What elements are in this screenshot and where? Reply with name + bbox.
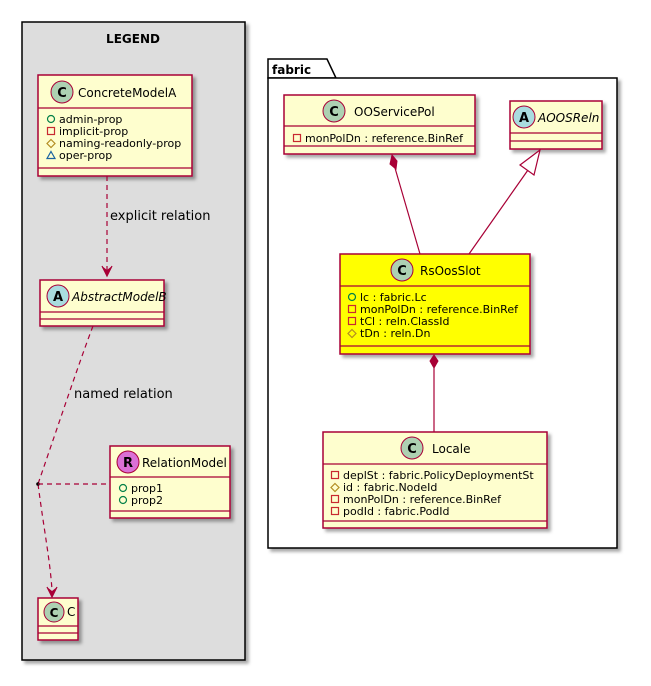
svg-text:C: C xyxy=(407,442,417,457)
visibility-private-icon xyxy=(330,470,340,480)
class-name: ConcreteModelA xyxy=(78,86,177,100)
visibility-private-icon xyxy=(347,304,357,314)
attribute-monpoldn: monPolDn : reference.BinRef xyxy=(305,132,464,145)
class-stereotype-r-icon: R xyxy=(116,450,140,474)
visibility-protected-icon xyxy=(46,138,56,149)
attribute-prop1: prop1 xyxy=(131,482,163,495)
attribute-podid: podId : fabric.PodId xyxy=(343,505,450,518)
class-stereotype-c-icon: C xyxy=(43,601,65,623)
svg-text:R: R xyxy=(123,456,133,471)
attribute-admin-prop: admin-prop xyxy=(59,113,122,126)
visibility-private-icon xyxy=(292,133,302,143)
visibility-public-icon xyxy=(118,483,128,493)
edge-explicit-relation: explicit relation xyxy=(101,176,210,278)
svg-text:C: C xyxy=(397,264,407,279)
svg-text:C: C xyxy=(329,105,339,120)
attribute-prop2: prop2 xyxy=(131,494,163,507)
visibility-private-icon xyxy=(330,494,340,504)
visibility-protected-icon xyxy=(347,328,357,339)
edge-composition-rsoosslot-locale xyxy=(429,354,439,432)
class-ooservicepol[interactable]: C OOServicePol monPolDn : reference.BinR… xyxy=(283,94,476,155)
class-aoosreln[interactable]: A AOOSReln xyxy=(509,100,603,150)
class-relation-model[interactable]: R RelationModel prop1 prop2 xyxy=(109,445,231,519)
visibility-private-icon xyxy=(330,506,340,516)
class-name: AbstractModelB xyxy=(71,290,167,304)
class-rsoosslot[interactable]: C RsOosSlot lc : fabric.Lc monPolDn : re… xyxy=(339,253,531,355)
class-stereotype-c-icon: C xyxy=(400,436,424,460)
attribute-monpoldn: monPolDn : reference.BinRef xyxy=(360,303,519,316)
visibility-public-icon xyxy=(118,495,128,505)
class-locale[interactable]: C Locale deplSt : fabric.PolicyDeploymen… xyxy=(322,431,548,529)
class-abstract-model-b[interactable]: A AbstractModelB xyxy=(39,279,167,327)
legend-title: LEGEND xyxy=(106,32,160,46)
visibility-private-icon xyxy=(347,316,357,326)
attribute-lc: lc : fabric.Lc xyxy=(360,291,427,304)
edge-label-named-relation: named relation xyxy=(74,387,173,402)
edge-composition-ooservicepol-rsoosslot xyxy=(389,153,421,255)
svg-text:C: C xyxy=(57,86,67,101)
class-stereotype-a-icon: A xyxy=(46,284,70,308)
attribute-tcl: tCl : reln.ClassId xyxy=(360,315,450,328)
attribute-implicit-prop: implicit-prop xyxy=(59,125,128,138)
class-name: RelationModel xyxy=(142,456,227,470)
attribute-id: id : fabric.NodeId xyxy=(343,481,437,494)
attribute-naming-readonly-prop: naming-readonly-prop xyxy=(59,137,181,150)
class-stereotype-c-icon: C xyxy=(322,99,346,123)
svg-text:A: A xyxy=(53,290,63,305)
visibility-public-icon xyxy=(347,292,357,302)
attribute-tdn: tDn : reln.Dn xyxy=(360,327,430,340)
class-stereotype-a-icon: A xyxy=(512,105,536,129)
edge-named-relation: named relation xyxy=(36,325,173,599)
package-name: fabric xyxy=(272,63,311,77)
class-stereotype-c-icon: C xyxy=(390,258,414,282)
visibility-public-icon xyxy=(46,114,56,124)
svg-text:A: A xyxy=(519,111,529,126)
class-name: AOOSReln xyxy=(537,111,599,125)
class-name: C xyxy=(67,605,75,619)
svg-text:C: C xyxy=(50,606,59,620)
class-c[interactable]: C C xyxy=(37,597,79,641)
class-name: OOServicePol xyxy=(354,105,435,119)
class-name: Locale xyxy=(432,442,470,456)
class-concrete-model-a[interactable]: C ConcreteModelA admin-prop implicit-pro… xyxy=(37,74,193,177)
edge-generalization-rsoosslot-aoosreln xyxy=(468,148,541,255)
attribute-monpoldn: monPolDn : reference.BinRef xyxy=(343,493,502,506)
attribute-oper-prop: oper-prop xyxy=(59,149,112,162)
visibility-package-icon xyxy=(45,150,57,160)
class-stereotype-c-icon: C xyxy=(50,80,74,104)
class-name: RsOosSlot xyxy=(420,264,481,278)
visibility-private-icon xyxy=(46,126,56,136)
visibility-protected-icon xyxy=(330,482,340,493)
attribute-deplst: deplSt : fabric.PolicyDeploymentSt xyxy=(343,469,534,482)
edge-label-explicit-relation: explicit relation xyxy=(110,209,210,224)
